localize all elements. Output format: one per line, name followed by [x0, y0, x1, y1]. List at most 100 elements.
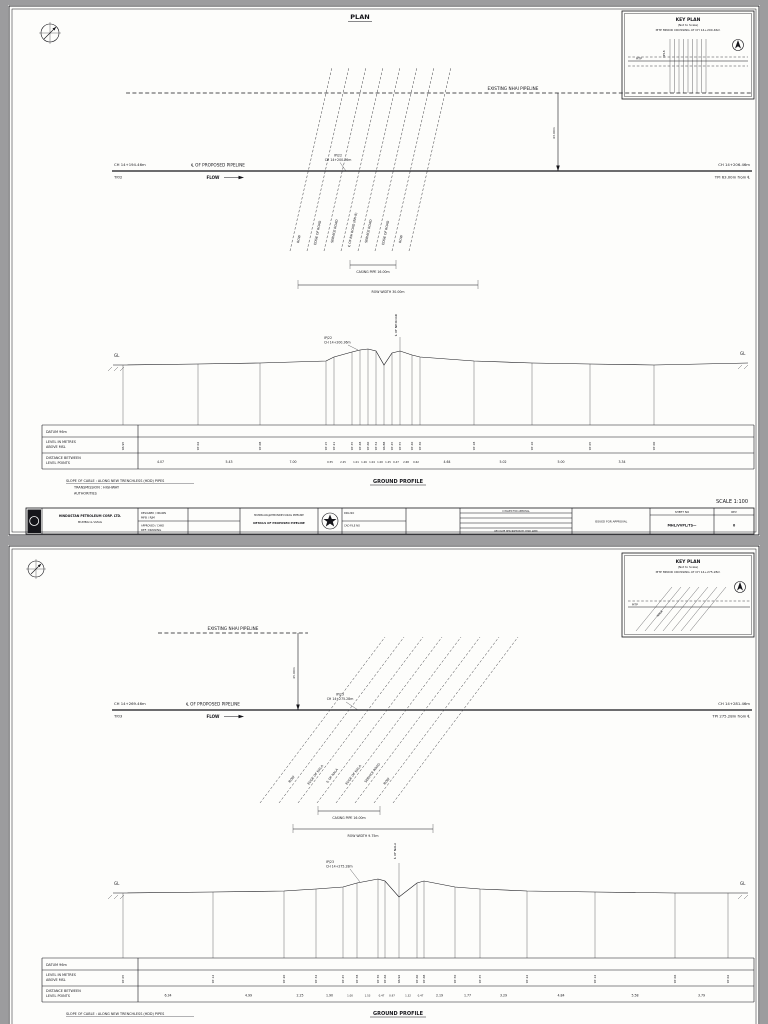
- company-name: HINDUSTAN PETROLEUM CORP. LTD.: [59, 514, 121, 518]
- svg-text:96.92: 96.92: [397, 975, 401, 984]
- right-tp-note: TPI 275.28m from ℄: [711, 714, 750, 719]
- svg-text:97.22: 97.22: [525, 975, 529, 984]
- left-chainage: CH 14+194.46m: [114, 162, 146, 167]
- svg-text:5.58: 5.58: [631, 994, 638, 998]
- title-block: HINDUSTAN PETROLEUM CORP. LTD. MUMBAI & …: [25, 507, 755, 535]
- left-tp-label: TP/2: [113, 175, 123, 180]
- svg-text:97.10: 97.10: [530, 442, 534, 451]
- level-row-label-1: LEVEL IN METRES: [46, 440, 76, 444]
- svg-text:6.34: 6.34: [164, 994, 171, 998]
- distance-values: 4.07 5.43 7.00 0.55 2.25 1.01 1.26 1.04 …: [157, 460, 626, 464]
- svg-text:2.25: 2.25: [296, 994, 303, 998]
- svg-text:0.47: 0.47: [393, 460, 399, 464]
- distance-row-label-1: DISTANCE BETWEEN: [46, 989, 81, 993]
- svg-text:4.99: 4.99: [245, 994, 252, 998]
- right-chainage: CH 14+206.46m: [718, 162, 750, 167]
- key-plan-title: KEY PLAN: [676, 17, 701, 23]
- svg-text:97.00: 97.00: [652, 442, 656, 451]
- svg-text:0.62: 0.62: [413, 460, 419, 464]
- svg-text:97.35: 97.35: [478, 975, 482, 984]
- sheet-no-label: SHEET NO: [675, 510, 690, 514]
- key-plan-subtitle: (Not to Scale): [678, 23, 699, 27]
- svg-text:4.64: 4.64: [443, 460, 450, 464]
- crossing-label: SERVICE ROAD: [330, 219, 339, 244]
- drg-no-label: DRG NO: [344, 511, 354, 515]
- svg-text:96.88: 96.88: [382, 442, 386, 451]
- plan-view: EXISTING NHAI PIPELINE 45.00m CH 14+269.…: [112, 626, 752, 838]
- datum-label: DATUM 96m: [46, 963, 67, 967]
- left-chainage: CH 14+269.46m: [114, 701, 146, 706]
- level-row-label-1: LEVEL IN METRES: [46, 973, 76, 977]
- key-plan-mtp-label: MTP: [632, 603, 638, 607]
- company-logo: [27, 509, 41, 533]
- svg-text:97.32: 97.32: [314, 975, 318, 984]
- key-plan-title: KEY PLAN: [676, 559, 701, 565]
- profile-station-ticks: [122, 337, 655, 425]
- row-dimension-label: ROW WIDTH 9.75m: [348, 834, 379, 838]
- gl-left-label: GL: [114, 353, 120, 358]
- svg-text:2.19: 2.19: [436, 994, 443, 998]
- key-plan-note: MTP MINOR CROSSING AT CH 14+200.46m: [656, 28, 721, 32]
- ip-chainage: CH 14+200.36m: [325, 158, 352, 162]
- note-line: TRANSMISSION : HIGHWAY: [73, 486, 120, 490]
- svg-text:0.47: 0.47: [418, 994, 424, 998]
- svg-text:97.12: 97.12: [211, 975, 215, 984]
- drawing-title: DETAILS OF PROPOSED PIPELINE: [253, 521, 305, 525]
- svg-text:97.52: 97.52: [374, 442, 378, 451]
- svg-text:97.05: 97.05: [588, 442, 592, 451]
- rev-value: 0: [733, 524, 736, 528]
- casing-dimension-label: CASING PIPE 16.00m: [332, 816, 365, 820]
- profile-ip-chainage: CH 14+200.36m: [324, 341, 351, 345]
- svg-text:97.21: 97.21: [332, 442, 336, 451]
- svg-text:5.43: 5.43: [225, 460, 232, 464]
- crossing-label: ℄ OF NALA: [326, 767, 340, 784]
- svg-text:0.97: 0.97: [389, 994, 395, 998]
- svg-text:97.30: 97.30: [418, 442, 422, 451]
- gl-left-label: GL: [114, 881, 120, 886]
- note-line: SLOPE OF CABLE : ALONG NEW TRENCHLESS (H…: [66, 1012, 164, 1016]
- key-plan-note: MTP MINOR CROSSING AT CH 14+275.28m: [656, 570, 721, 574]
- svg-text:1.77: 1.77: [464, 994, 471, 998]
- svg-text:1.25: 1.25: [385, 460, 391, 464]
- ip-chainage: CH 14+275.28m: [327, 697, 354, 701]
- key-plan: KEY PLAN (Not to Scale) MTP MINOR CROSSI…: [621, 552, 755, 638]
- crossing-label: EDGE OF NALA: [307, 763, 325, 785]
- svg-text:3.29: 3.29: [500, 994, 507, 998]
- key-plan: KEY PLAN (Not to Scale) MTP MINOR CROSSI…: [621, 10, 755, 100]
- key-plan-road-label: NALA: [656, 609, 664, 617]
- sheet-border: [8, 545, 760, 1024]
- key-plan-mtp-label: MTP: [636, 57, 642, 61]
- crossing-label: ROW: [288, 774, 296, 783]
- notes: SLOPE OF CABLE : ALONG NEW TRENCHLESS (H…: [66, 479, 194, 496]
- level-values: 96.95 97.02 97.08 97.15 97.21 97.35 97.4…: [121, 442, 656, 451]
- key-plan-roads: [628, 586, 750, 632]
- gl-right-label: GL: [740, 351, 746, 356]
- plan-view: EXISTING NHAI PIPELINE 63.00m CH 14+194.…: [112, 66, 752, 294]
- level-row-label-2: ABOVE MSL: [46, 978, 66, 982]
- checked-value: REF. DRAWING: [141, 528, 161, 532]
- datum-label: DATUM 96m: [46, 430, 67, 434]
- svg-text:97.20: 97.20: [282, 975, 286, 984]
- distance-row-label-2: LEVEL POINTS: [46, 461, 70, 465]
- key-plan-subtitle: (Not to Scale): [678, 565, 699, 569]
- svg-text:97.45: 97.45: [390, 442, 394, 451]
- svg-text:1.01: 1.01: [353, 460, 359, 464]
- row-dimension-label: ROW WIDTH 30.00m: [371, 290, 404, 294]
- svg-text:1.04: 1.04: [369, 460, 375, 464]
- key-plan-north-icon: [734, 581, 746, 593]
- ground-profile-label: GROUND PROFILE: [373, 1011, 424, 1017]
- svg-text:0.55: 0.55: [327, 460, 333, 464]
- svg-text:4.84: 4.84: [557, 994, 564, 998]
- ip-number: IP/23: [336, 693, 344, 697]
- distance-values: 6.34 4.99 2.25 1.90 1.00 1.53 0.47 0.97 …: [164, 994, 705, 998]
- svg-text:1.90: 1.90: [326, 994, 333, 998]
- svg-text:97.48: 97.48: [358, 442, 362, 451]
- svg-text:97.02: 97.02: [726, 975, 730, 984]
- existing-pipeline-label: EXISTING NHAI PIPELINE: [488, 86, 539, 91]
- flow-label: FLOW: [207, 175, 221, 180]
- svg-text:97.66: 97.66: [383, 975, 387, 984]
- svg-text:97.58: 97.58: [355, 975, 359, 984]
- crossing-label: ROW: [398, 234, 404, 243]
- profile-ip-number: IP/23: [326, 860, 334, 864]
- svg-text:97.12: 97.12: [593, 975, 597, 984]
